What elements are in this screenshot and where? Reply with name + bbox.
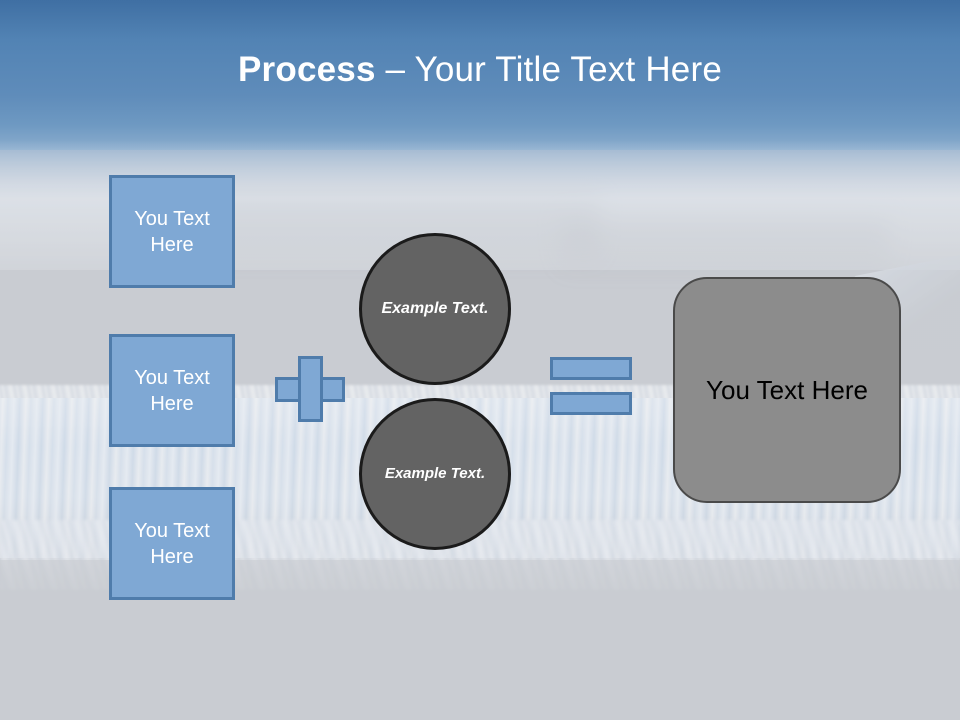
input-box-1-label: You Text Here: [134, 207, 210, 256]
plus-icon: [275, 356, 345, 422]
example-circle-2-label: Example Text.: [384, 465, 486, 482]
example-circle-1-label: Example Text.: [381, 300, 489, 317]
result-box-label: You Text Here: [706, 374, 868, 405]
equals-icon-top-bar: [550, 357, 632, 380]
equals-icon-bottom-bar: [550, 392, 632, 415]
plus-icon-center: [301, 380, 320, 399]
input-box-1[interactable]: You Text Here: [109, 175, 235, 288]
slide-title: Process – Your Title Text Here: [0, 48, 960, 92]
input-box-2-label: You Text Here: [134, 366, 210, 415]
example-circle-1[interactable]: Example Text.: [359, 233, 511, 385]
slide-title-rest: – Your Title Text Here: [375, 50, 722, 89]
result-box[interactable]: You Text Here: [673, 277, 901, 503]
input-box-3-label: You Text Here: [134, 519, 210, 568]
equals-icon: [550, 357, 632, 415]
input-box-2[interactable]: You Text Here: [109, 334, 235, 447]
input-box-3[interactable]: You Text Here: [109, 487, 235, 600]
slide-title-bold: Process: [238, 50, 376, 89]
example-circle-2[interactable]: Example Text.: [359, 398, 511, 550]
